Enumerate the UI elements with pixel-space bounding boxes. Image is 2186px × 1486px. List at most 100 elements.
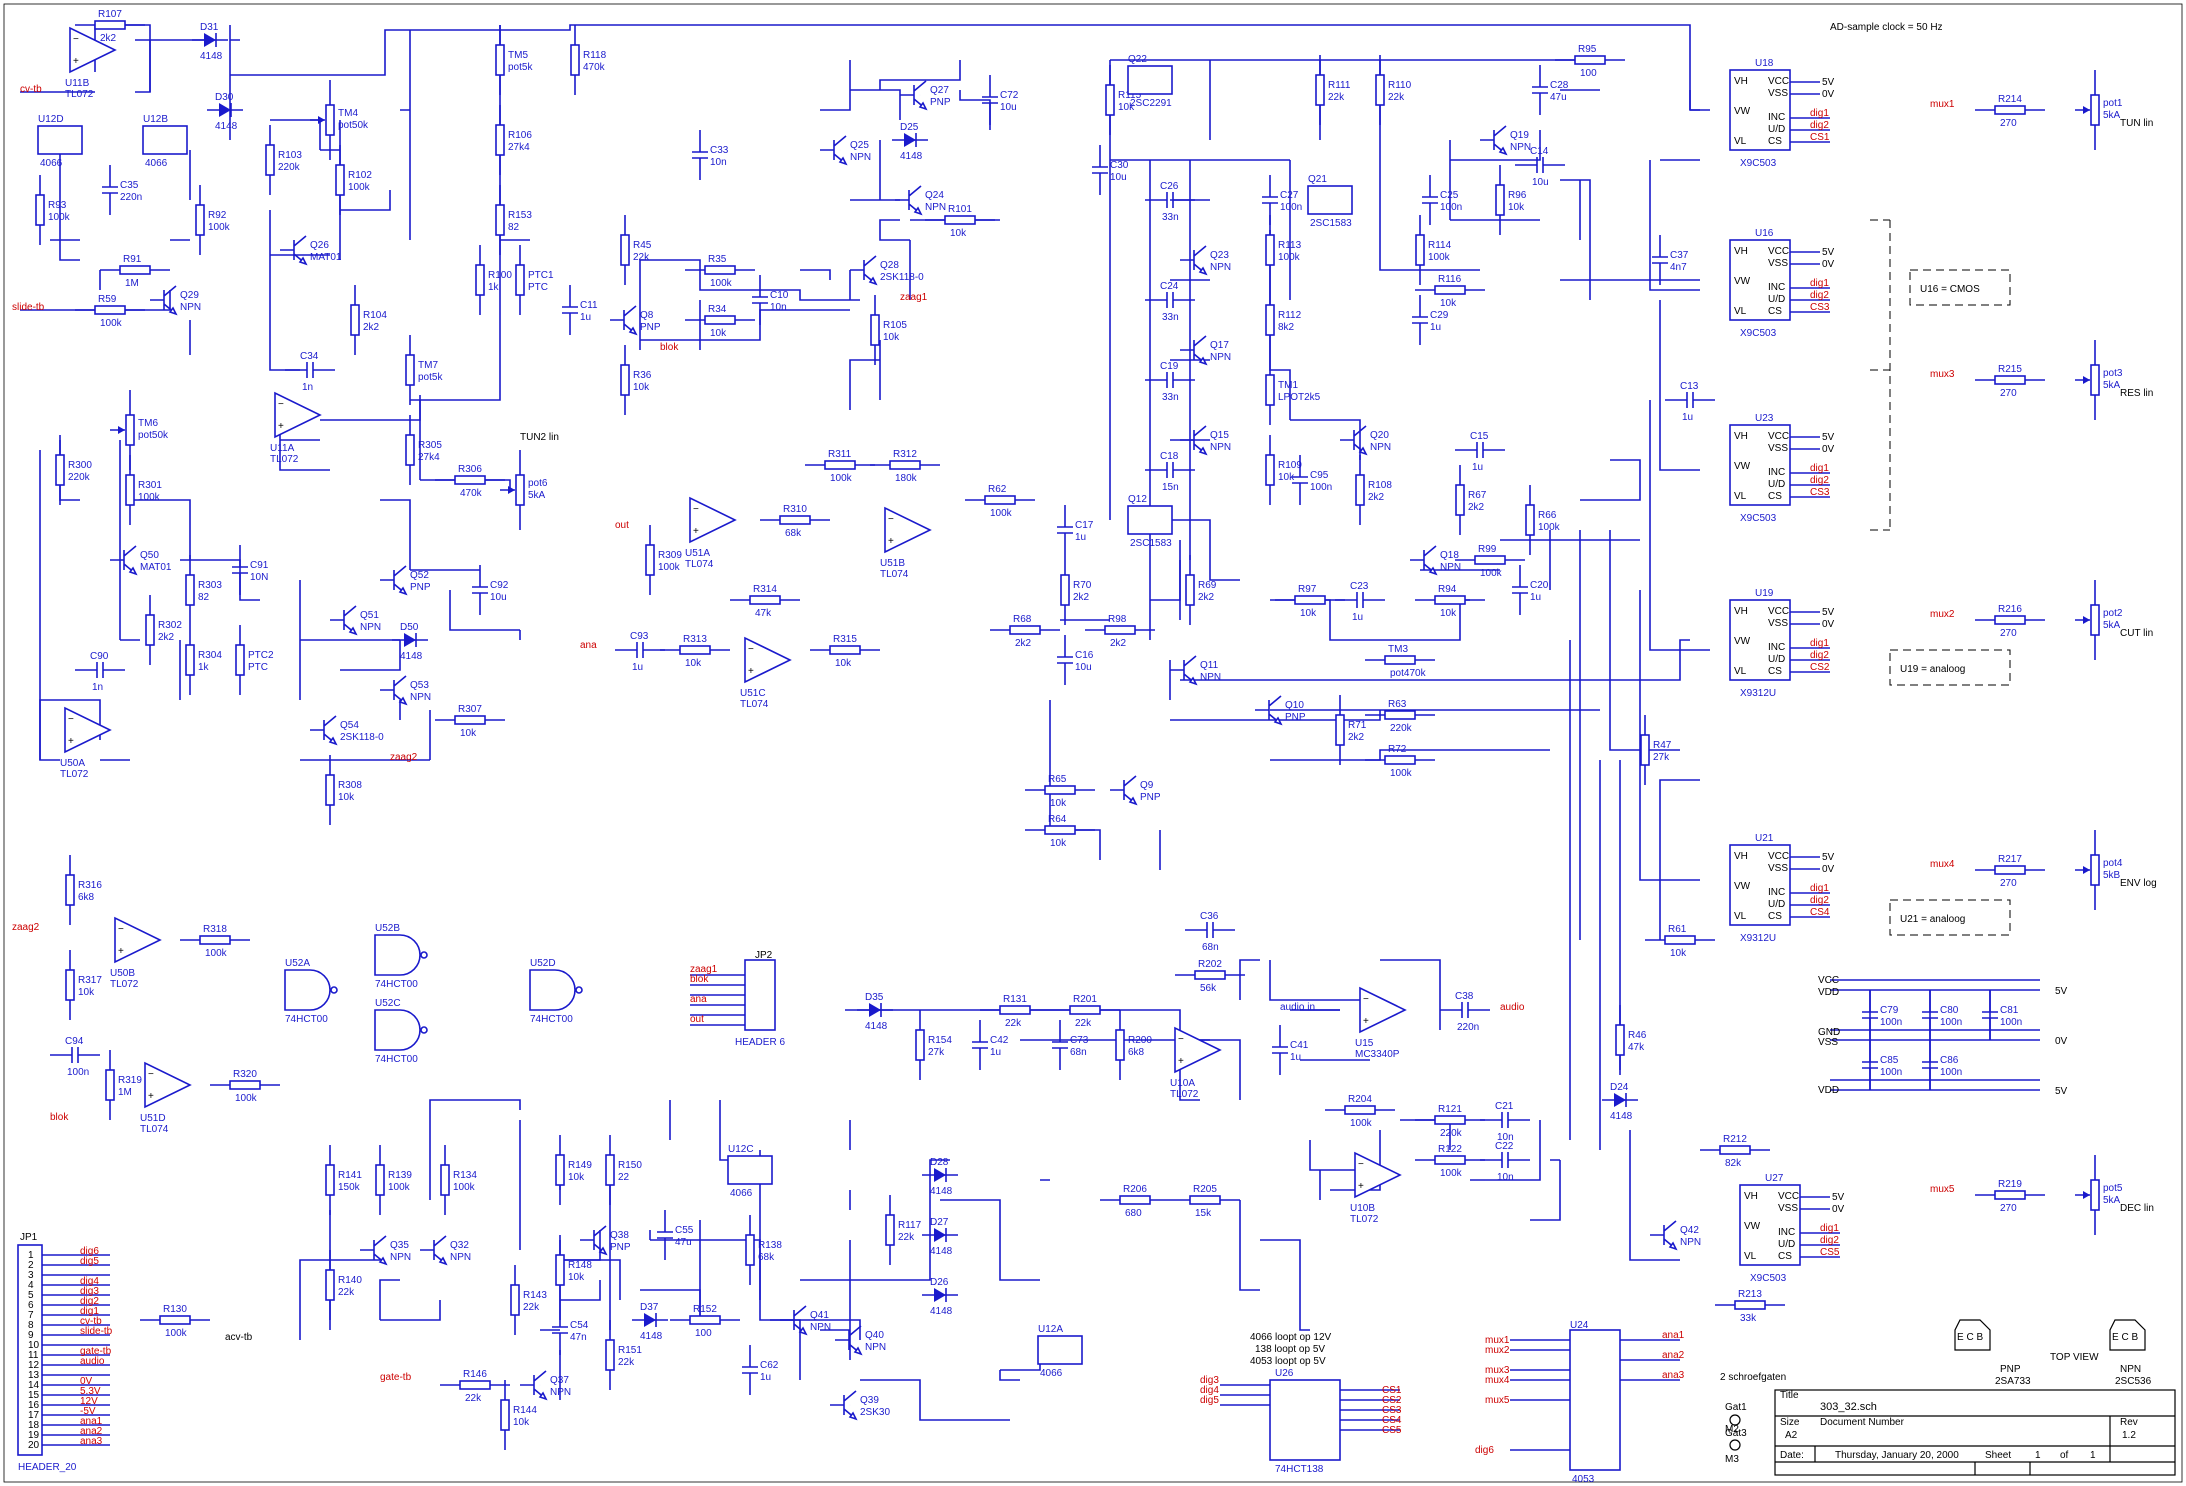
value-label: 6k8 <box>78 892 95 903</box>
svg-text:VW: VW <box>1744 1221 1761 1232</box>
diode-icon <box>204 33 216 47</box>
emitter-arrow-icon <box>798 1326 808 1336</box>
ref-label: C54 <box>570 1320 589 1331</box>
svg-text:M2: M2 <box>1725 1424 1739 1435</box>
emitter-arrow-icon <box>838 156 848 166</box>
ref-label: R95 <box>1578 44 1597 55</box>
mux-label: mux4 <box>1930 859 1955 870</box>
value-label: 22k <box>633 252 650 263</box>
ref-label: C41 <box>1290 1040 1309 1051</box>
value-label: 10k <box>1508 202 1525 213</box>
jp1-pin-net: 5.3V <box>80 1386 101 1397</box>
ref-label: Q28 <box>880 260 899 271</box>
value-label: 4066 <box>730 1188 753 1199</box>
svg-text:−: − <box>68 714 74 725</box>
value-label: pot50k <box>338 120 369 131</box>
value-label: X9C503 <box>1740 158 1777 169</box>
ref-label: R99 <box>1478 544 1497 555</box>
value-label: 1u <box>632 662 643 673</box>
svg-text:74HCT138: 74HCT138 <box>1275 1464 1324 1475</box>
emitter-arrow-icon <box>168 306 178 316</box>
ref-label: C18 <box>1160 451 1179 462</box>
svg-text:+: + <box>278 421 284 432</box>
diode-icon <box>1614 1093 1626 1107</box>
svg-text:1.2: 1.2 <box>2122 1430 2136 1441</box>
value-label: NPN <box>450 1252 471 1263</box>
value-label: 10u <box>1075 662 1092 673</box>
value-label: 2SK118-0 <box>340 732 384 743</box>
svg-text:JP1: JP1 <box>20 1232 38 1243</box>
svg-text:VW: VW <box>1734 276 1751 287</box>
ref-label: Q10 <box>1285 700 1304 711</box>
svg-text:4053 loopt op 5V: 4053 loopt op 5V <box>1250 1356 1326 1367</box>
jp1-pin-net: -5V <box>80 1406 96 1417</box>
value-label: 2SK118-0 <box>880 272 924 283</box>
net-zaag2-left: zaag2 <box>12 922 40 933</box>
svg-text:INC: INC <box>1768 112 1785 123</box>
ref-label: R219 <box>1998 1179 2022 1190</box>
ref-label: pot2 <box>2103 608 2123 619</box>
value-label: 10n <box>1497 1132 1514 1143</box>
value-label: 5kA <box>2103 1195 2121 1206</box>
ref-label: R102 <box>348 170 372 181</box>
ref-label: pot4 <box>2103 858 2123 869</box>
ref-label: R107 <box>98 9 122 20</box>
diode-icon <box>934 1228 946 1242</box>
ref-label: C37 <box>1670 250 1689 261</box>
value-label: 2SC2291 <box>1130 98 1172 109</box>
value-label: 22k <box>338 1287 355 1298</box>
ref-label: Q53 <box>410 680 429 691</box>
mux-label: mux5 <box>1930 1184 1955 1195</box>
digipot-u23: U23X9C503VCCVSSVWVHVLINCU/DCS5V0Vdig1dig… <box>1729 413 1835 524</box>
digipot-u27: U27X9C503VCCVSSVWVHVLINCU/DCS5V0Vdig1dig… <box>1739 1173 1845 1284</box>
sheet-title: 303_32.sch <box>1820 1401 1877 1413</box>
jp2-header: JP2 HEADER 6 zaag1 blok ana out <box>690 950 785 1048</box>
wiper-arrow-icon <box>2083 1191 2090 1199</box>
ref-label: R146 <box>463 1369 487 1380</box>
svg-text:4053: 4053 <box>1572 1474 1595 1485</box>
value-label: 1u <box>1290 1052 1301 1063</box>
jp1-pin-net: 0V <box>80 1376 93 1387</box>
value-label: 74HCT00 <box>530 1014 573 1025</box>
svg-text:+: + <box>118 946 124 957</box>
value-label: 100n <box>1440 202 1462 213</box>
ref-label: R45 <box>633 240 652 251</box>
jp1-pin-net: audio <box>80 1356 105 1367</box>
ref-label: Q20 <box>1370 430 1389 441</box>
value-label: 1k <box>198 662 210 673</box>
jp1-pin-number: 7 <box>28 1310 34 1321</box>
ref-label: Q12 <box>1128 494 1147 505</box>
ref-label: R151 <box>618 1345 642 1356</box>
svg-text:U/D: U/D <box>1768 479 1785 490</box>
value-label: 1u <box>1682 412 1693 423</box>
ref-label: R317 <box>78 975 102 986</box>
svg-text:dig3: dig3 <box>1200 1375 1219 1386</box>
ref-label: TM6 <box>138 418 158 429</box>
ref-label: pot3 <box>2103 368 2123 379</box>
ref-label: R97 <box>1298 584 1317 595</box>
ref-label: R36 <box>633 370 652 381</box>
value-label: 33n <box>1162 212 1179 223</box>
svg-text:1: 1 <box>2035 1450 2041 1461</box>
value-label: PNP <box>410 582 431 593</box>
svg-text:−: − <box>148 1069 154 1080</box>
svg-text:0V: 0V <box>1822 619 1835 630</box>
value-label: MC3340P <box>1355 1049 1400 1060</box>
